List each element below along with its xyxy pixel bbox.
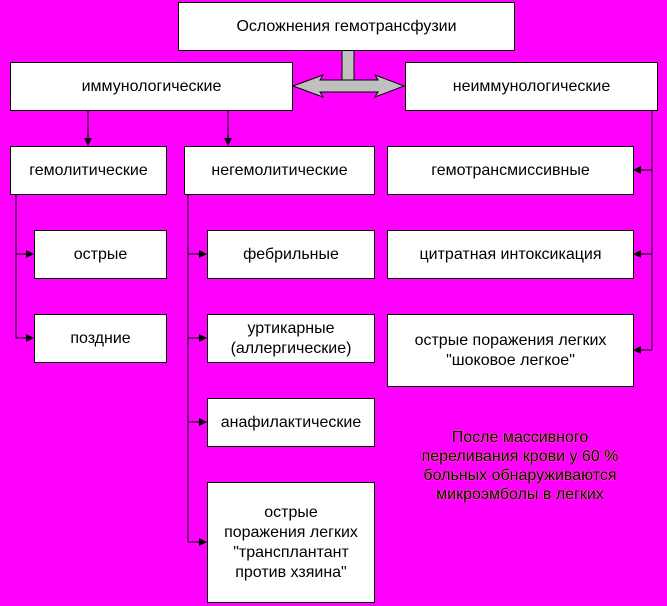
hemotransmissive-box: гемотрансмиссивные (387, 146, 634, 195)
urticarial-box: уртикарные (аллергические) (207, 314, 375, 363)
hemolytic-box: гемолитические (10, 146, 167, 195)
connector-lines (15, 110, 653, 546)
acute-box: острые (34, 230, 167, 279)
shock-lung-box: острые поражения легких "шоковое легкое" (387, 314, 634, 387)
anaphylactic-box: анафилактические (207, 398, 375, 447)
immunological-box: иммунологические (10, 62, 293, 111)
nonimmunological-box: неиммунологические (405, 62, 658, 111)
double-arrow-icon (291, 74, 406, 98)
acute-lung-graft-box: острые поражения легких "трансплантант п… (207, 482, 375, 603)
microembolism-note: После массивного переливания крови у 60 … (421, 429, 619, 503)
title-box: Осложнения гемотрансфузии (178, 2, 515, 51)
nonhemolytic-box: негемолитические (184, 146, 375, 195)
title-stem (341, 49, 355, 81)
late-box: поздние (34, 314, 167, 363)
febrile-box: фебрильные (207, 230, 375, 279)
citrate-intoxication-box: цитратная интоксикация (387, 230, 634, 279)
